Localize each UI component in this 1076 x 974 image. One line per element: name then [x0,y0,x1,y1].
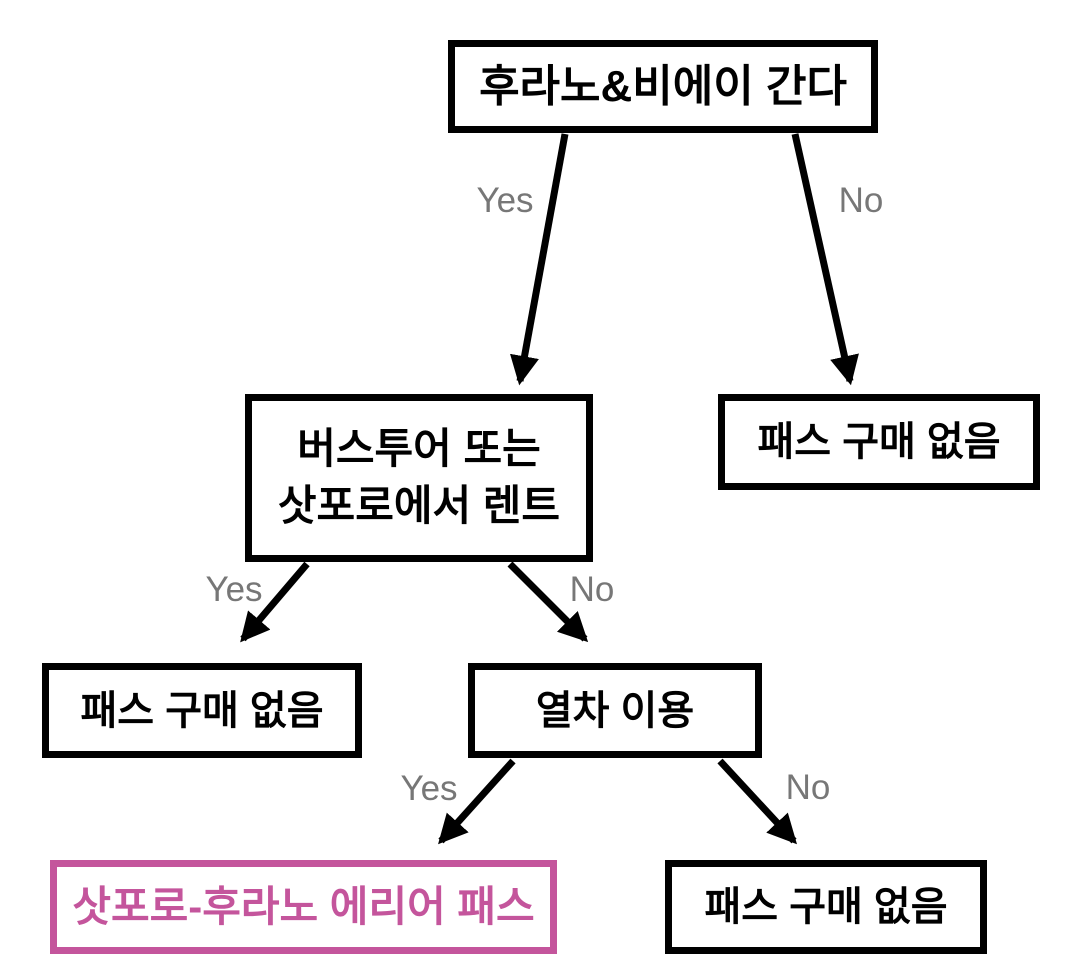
edge-label-train-no: No [785,768,831,807]
arrow-root-yes [510,133,569,386]
edge-label-bus-no: No [569,570,615,609]
node-no-pass-mid-left: 패스 구매 없음 [42,663,362,758]
arrow-root-no [791,133,859,386]
node-root-question: 후라노&비에이 간다 [448,40,878,133]
node-train-use: 열차 이용 [468,663,762,758]
node-sapporo-furano-area-pass: 삿포로-후라노 에리어 패스 [50,860,557,954]
node-bus-tour-or-rent: 버스투어 또는 삿포로에서 렌트 [245,394,593,562]
edge-label-train-yes: Yes [400,769,458,808]
edge-label-bus-yes: Yes [205,570,263,609]
node-no-pass-top-right: 패스 구매 없음 [718,394,1040,490]
edge-label-root-no: No [838,181,884,220]
node-no-pass-bottom-right: 패스 구매 없음 [665,860,987,954]
arrow-train-no [717,758,797,845]
edge-label-root-yes: Yes [476,181,534,220]
